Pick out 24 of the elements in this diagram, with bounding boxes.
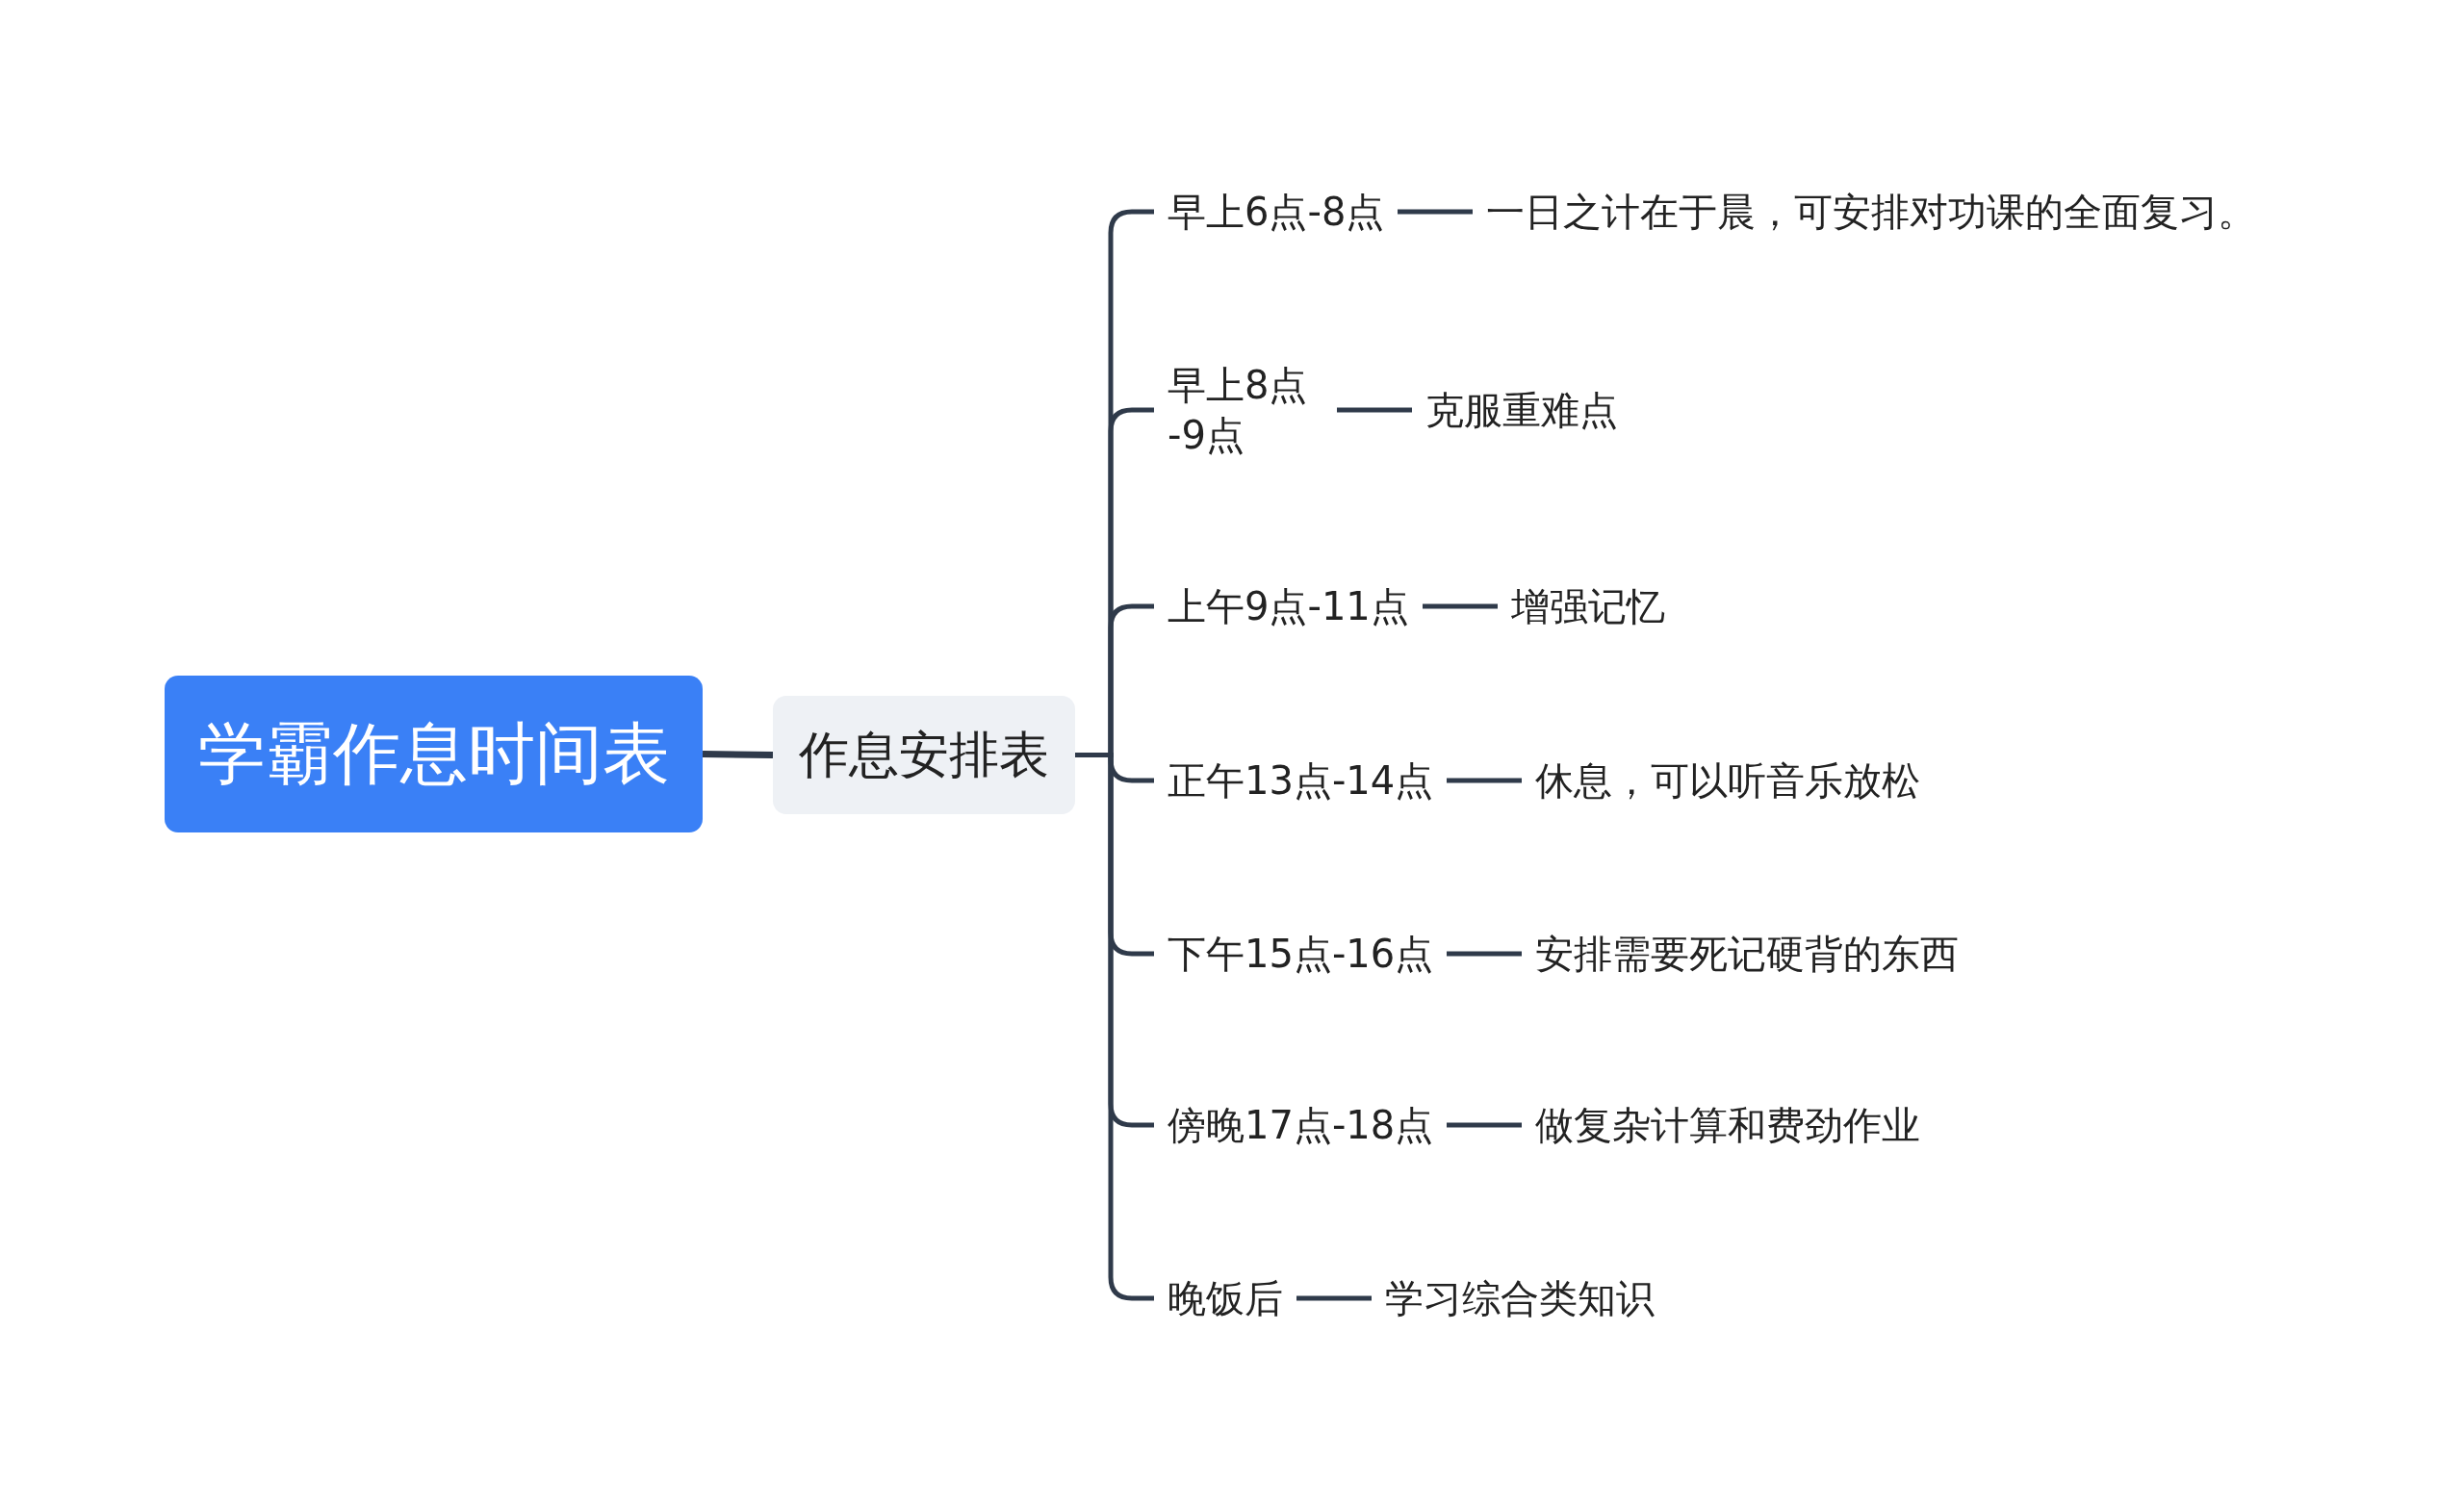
time-label: 晚饭后 [1154, 1273, 1296, 1323]
description-label: 做复杂计算和费劲作业 [1522, 1100, 1934, 1150]
connector-line [1398, 209, 1473, 215]
topic-box: 作息安排表 [773, 696, 1075, 814]
connector-line [1447, 951, 1522, 957]
time-label: 下午15点-16点 [1154, 929, 1448, 979]
description-label: 休息，可以听音乐放松 [1522, 755, 1934, 806]
connector-line [1296, 1295, 1372, 1301]
description-label: 学习综合类知识 [1372, 1273, 1668, 1323]
description-label: 一日之计在于晨，可安排对功课的全面复习。 [1473, 187, 2270, 237]
connector-line [1337, 407, 1412, 413]
time-label: 早上6点-8点 [1154, 187, 1399, 237]
connector-line [702, 751, 774, 758]
connector-line [1447, 1122, 1522, 1128]
description-label: 安排需要死记硬背的东西 [1522, 929, 1972, 979]
connector-line [1447, 778, 1522, 783]
time-label: 早上8点 -9点 [1154, 360, 1337, 460]
description-label: 增强记忆 [1498, 581, 1679, 631]
description-label: 克服重难点 [1412, 385, 1631, 435]
time-label: 傍晚17点-18点 [1154, 1100, 1448, 1150]
time-label: 上午9点-11点 [1154, 581, 1423, 631]
time-label: 正午13点-14点 [1154, 755, 1448, 806]
root-topic-box: 学霸作息时间表 [165, 676, 703, 832]
connector-line [1423, 603, 1498, 609]
